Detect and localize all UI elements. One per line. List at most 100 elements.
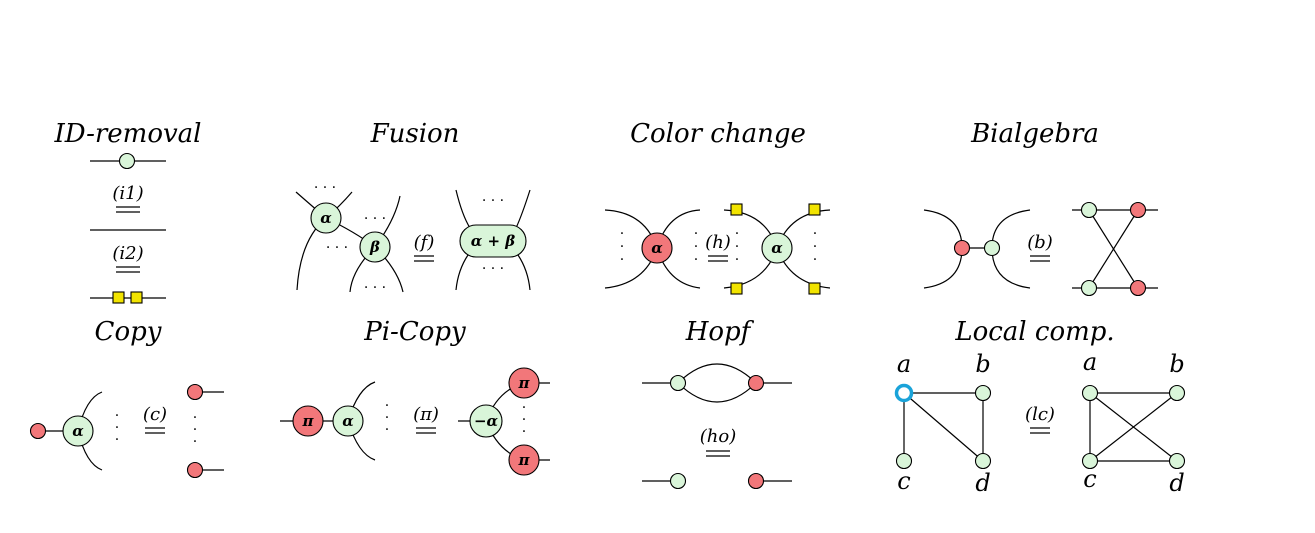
svg-text:·: · — [522, 424, 526, 440]
vertex-label-b: b — [975, 350, 990, 378]
hadamard-box — [730, 203, 743, 216]
svg-text:·: · — [813, 252, 817, 268]
svg-text:α: α — [72, 422, 84, 440]
svg-text:·: · — [735, 252, 739, 268]
svg-text:α: α — [320, 209, 332, 227]
svg-text:α: α — [771, 239, 783, 257]
green-spider — [983, 239, 1001, 257]
red-spider-pi — [508, 367, 540, 399]
svg-text:· · ·: · · · — [364, 211, 386, 227]
hopf-label: (ho) — [700, 426, 736, 447]
vertex-label-d: d — [975, 469, 990, 497]
svg-text:· · ·: · · · — [364, 280, 386, 296]
green-spider-beta — [359, 231, 391, 263]
svg-text:·: · — [115, 408, 119, 424]
svg-text:·: · — [115, 420, 119, 436]
svg-text:−α: −α — [474, 412, 499, 430]
svg-text:π: π — [518, 451, 531, 469]
svg-text:· · ·: · · · — [482, 261, 504, 277]
id-removal-label-i1: (i1) — [112, 183, 143, 204]
svg-text:·: · — [620, 252, 624, 268]
svg-text:·: · — [694, 226, 698, 242]
local-comp-rule: Local comp. a b c d (lc) a b c d — [894, 317, 1186, 497]
svg-text:α: α — [342, 412, 354, 430]
pi-copy-label: (π) — [413, 404, 439, 425]
red-spider-alpha — [641, 232, 673, 264]
green-spider-alpha — [310, 202, 342, 234]
svg-text:·: · — [193, 422, 197, 438]
svg-text:·: · — [522, 412, 526, 428]
svg-text:· · ·: · · · — [482, 193, 504, 209]
svg-text:·: · — [694, 252, 698, 268]
red-spider-pi — [292, 405, 324, 437]
svg-text:·: · — [193, 410, 197, 426]
green-spider — [669, 374, 687, 392]
vertex-label-a: a — [897, 350, 911, 378]
red-spider — [953, 239, 971, 257]
green-spider — [1081, 452, 1099, 470]
green-spider — [974, 384, 992, 402]
green-spider — [1080, 201, 1098, 219]
local-comp-vertex-a — [894, 383, 914, 403]
red-spider — [186, 461, 204, 479]
svg-text:· · ·: · · · — [326, 240, 348, 256]
green-spider-alpha — [62, 415, 94, 447]
green-spider — [1168, 452, 1186, 470]
svg-text:· · ·: · · · — [314, 180, 336, 196]
green-spider — [895, 452, 913, 470]
bialgebra-title: Bialgebra — [970, 119, 1099, 149]
green-spider-alpha-plus-beta — [459, 224, 527, 258]
svg-text:·: · — [694, 239, 698, 255]
green-spider — [669, 472, 687, 490]
hadamard-box — [112, 291, 125, 304]
svg-text:·: · — [385, 422, 389, 438]
svg-text:·: · — [115, 432, 119, 448]
bialgebra-rule: Bialgebra (b) — [923, 119, 1158, 297]
id-removal-label-i2: (i2) — [112, 243, 143, 264]
hadamard-box — [130, 291, 143, 304]
green-spider-neg-alpha — [469, 404, 503, 438]
svg-text:α + β: α + β — [471, 232, 516, 250]
hopf-rule: Hopf (ho) — [642, 317, 792, 490]
svg-text:·: · — [813, 226, 817, 242]
green-spider — [118, 152, 136, 170]
vertex-label-c: c — [897, 467, 910, 495]
vertex-label-d: d — [1169, 469, 1184, 497]
vertex-label-a: a — [1083, 348, 1097, 376]
green-spider — [1080, 279, 1098, 297]
vertex-label-b: b — [1169, 350, 1184, 378]
svg-text:·: · — [620, 239, 624, 255]
svg-text:·: · — [735, 226, 739, 242]
green-spider-alpha — [761, 232, 793, 264]
red-spider — [1129, 201, 1147, 219]
fusion-label: (f) — [414, 232, 435, 253]
bialgebra-label: (b) — [1027, 232, 1053, 253]
pi-copy-title: Pi-Copy — [363, 317, 466, 347]
color-change-rule: Color change · · · · · · α (h) · · · · ·… — [604, 119, 831, 295]
svg-text:·: · — [193, 434, 197, 450]
red-spider — [747, 472, 765, 490]
id-removal-title: ID-removal — [53, 119, 201, 149]
hadamard-box — [730, 282, 743, 295]
pi-copy-rule: Pi-Copy · · · π α (π) −α π π · · · — [280, 317, 550, 476]
copy-title: Copy — [95, 317, 162, 347]
hadamard-box — [808, 282, 821, 295]
svg-text:·: · — [620, 226, 624, 242]
svg-text:α: α — [651, 239, 663, 257]
svg-text:·: · — [385, 398, 389, 414]
green-spider-alpha — [332, 405, 364, 437]
red-spider-pi — [508, 444, 540, 476]
svg-text:·: · — [735, 239, 739, 255]
color-change-title: Color change — [630, 119, 806, 149]
red-spider — [747, 374, 765, 392]
svg-text:π: π — [302, 412, 315, 430]
red-spider — [1129, 279, 1147, 297]
color-change-label: (h) — [705, 232, 731, 253]
red-spider — [186, 383, 204, 401]
svg-text:·: · — [522, 400, 526, 416]
vertex-label-c: c — [1083, 465, 1096, 493]
green-spider — [1081, 384, 1099, 402]
svg-text:π: π — [518, 374, 531, 392]
green-spider — [974, 452, 992, 470]
